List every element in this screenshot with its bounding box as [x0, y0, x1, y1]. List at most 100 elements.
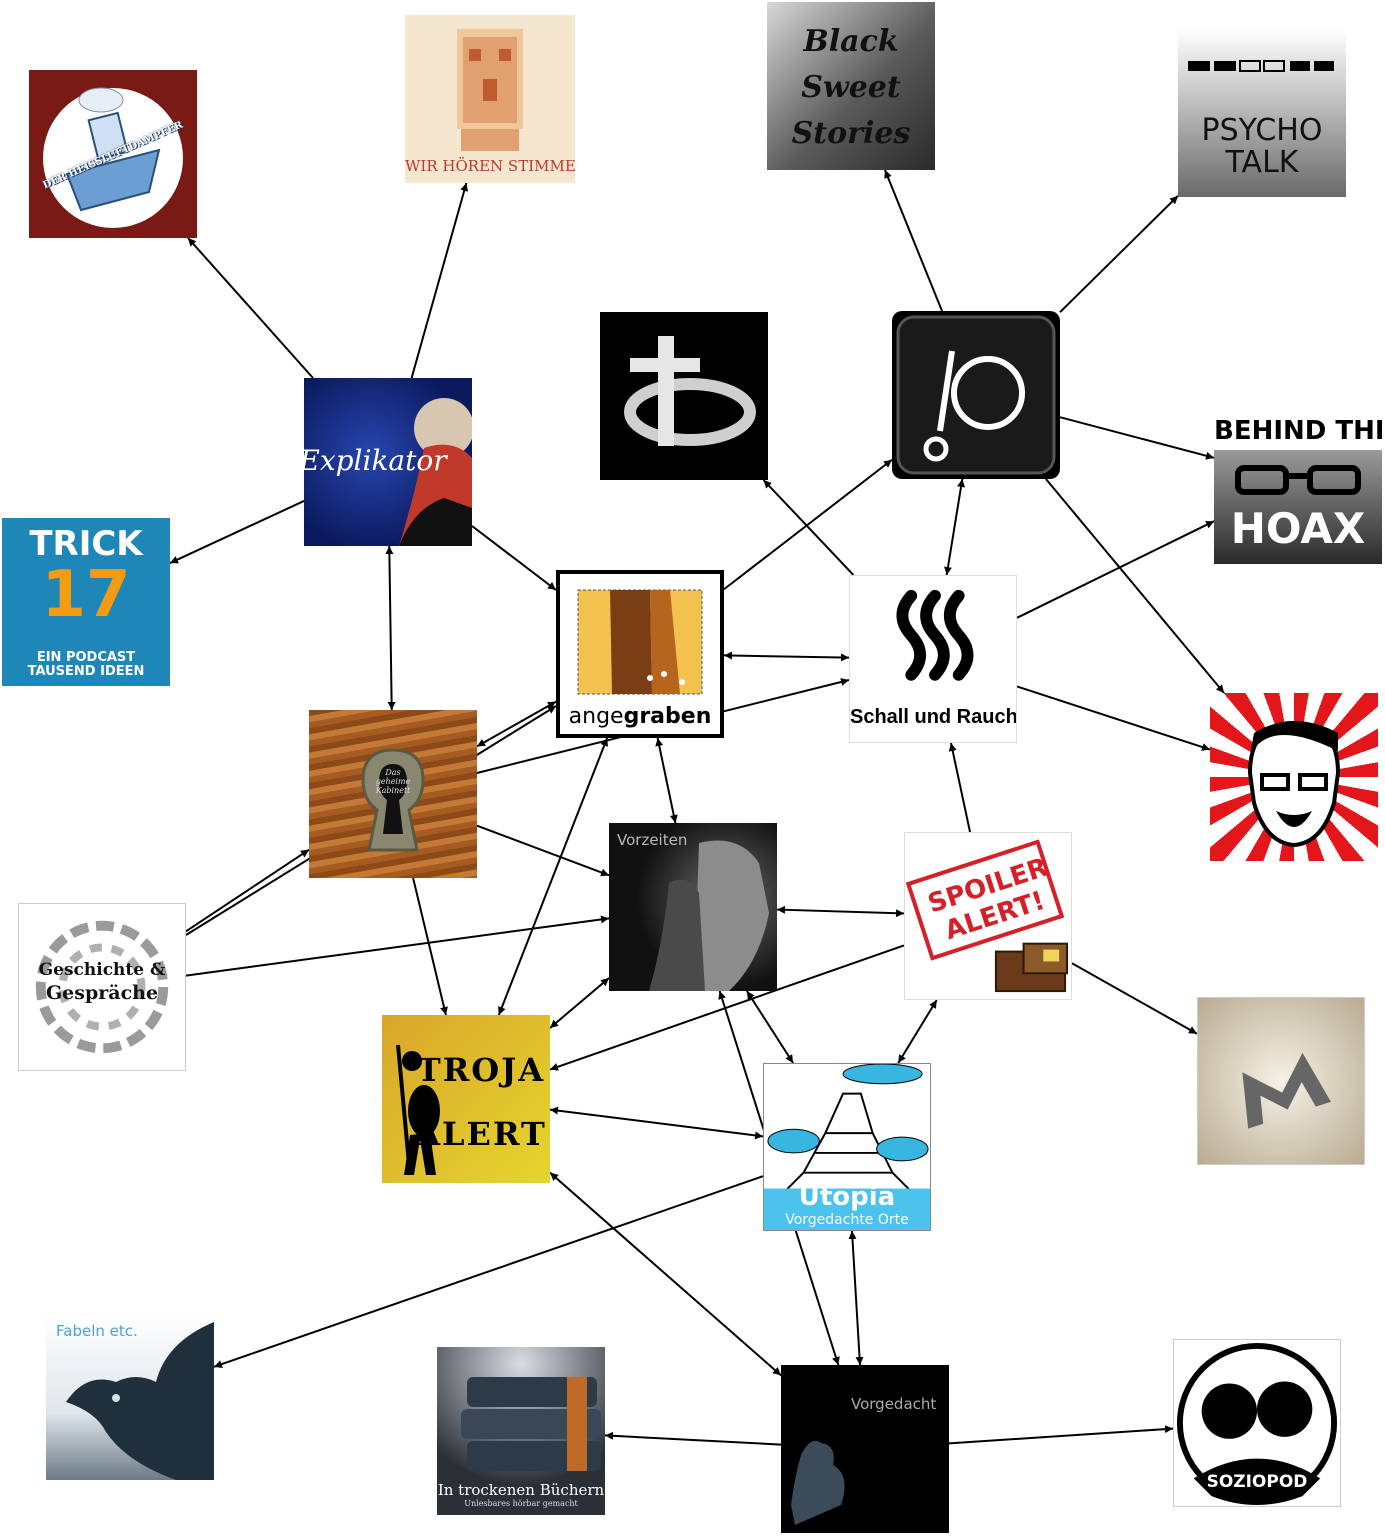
- two-faces-icon: [1176, 1342, 1338, 1506]
- podcast-title-part-1: ange: [568, 704, 624, 729]
- edge-angegraben-to-stethoscope_podcast: [723, 458, 893, 591]
- dragon-icon: [66, 1322, 214, 1480]
- edge-vorzeiten-to-utopia: [746, 990, 794, 1064]
- podcast-fabeln[interactable]: Fabeln etc.: [46, 1312, 214, 1480]
- podcast-title-line-1: TROJA: [416, 1051, 546, 1089]
- book-stack-icon: [461, 1377, 601, 1471]
- podcast-title-line-3: Kabinett: [375, 786, 411, 795]
- edge-troja_alert-to-vorgedacht: [549, 1171, 782, 1377]
- podcast-in-trockenen-buechern[interactable]: In trockenen Büchern Unlesbares hörbar g…: [437, 1347, 605, 1515]
- letter-m-icon: [1242, 1052, 1331, 1129]
- podcast-wir-hoeren-stimmen[interactable]: WIR HÖREN STIMMEN: [405, 15, 575, 183]
- edge-spoiler_alert-to-vorzeiten: [776, 905, 905, 918]
- podcast-geschichte-und-gespraeche[interactable]: Geschichte & Gespräche: [18, 903, 186, 1071]
- edge-stethoscope_podcast-to-black_sweet_stories: [884, 169, 943, 312]
- cross-icon: [624, 336, 756, 446]
- edge-troja_alert-to-utopia: [549, 1106, 764, 1140]
- podcast-vorgedacht[interactable]: Vorgedacht: [781, 1365, 949, 1533]
- podcast-title-line-2: TALK: [1225, 145, 1299, 180]
- podcast-title-line-1: Geschichte &: [38, 960, 166, 980]
- podcast-subtitle: Vorgedachte Orte: [785, 1212, 909, 1228]
- podcast-title: Vorgedacht: [851, 1395, 937, 1413]
- podcast-black-sweet-stories[interactable]: Black Sweet Stories: [767, 2, 935, 170]
- podcast-title-line-2: Gespräche: [45, 982, 159, 1004]
- edge-stethoscope_podcast-to-behind_the_hoax: [1059, 416, 1215, 460]
- edge-vorgedacht-to-soziopod: [948, 1425, 1174, 1445]
- podcast-trick-17[interactable]: TRICK 17 EIN PODCAST TAUSEND IDEEN: [2, 518, 170, 686]
- edge-schall_und_rauch-to-cross_podcast: [762, 479, 855, 576]
- edge-schall_und_rauch-to-behind_the_hoax: [1016, 520, 1215, 619]
- edge-stethoscope_podcast-to-psycho_talk: [1059, 195, 1179, 313]
- podcast-explikator[interactable]: Explikator: [304, 378, 472, 546]
- podcast-tagline-1: EIN PODCAST: [36, 650, 136, 665]
- podcast-cross-logo[interactable]: [600, 312, 768, 480]
- podcast-stethoscope-logo[interactable]: [892, 311, 1060, 479]
- podcast-psycho-talk[interactable]: PSYCHO TALK: [1178, 29, 1346, 197]
- podcast-angegraben[interactable]: angegraben: [556, 570, 724, 738]
- glasses-icon: [1235, 465, 1361, 495]
- stethoscope-icon: [896, 315, 1056, 475]
- edge-utopia-to-fabeln: [213, 1175, 764, 1368]
- smoke-waves-icon: [896, 589, 974, 681]
- sphinx-icon: [649, 840, 769, 991]
- edge-vorgedacht-to-trockene_buecher: [604, 1431, 782, 1446]
- podcast-title-line-1: PSYCHO: [1201, 113, 1323, 148]
- ship-icon: [43, 87, 183, 228]
- podcast-schall-und-rauch[interactable]: Schall und Rauch: [849, 575, 1017, 743]
- edge-vorzeiten-to-troja_alert: [549, 977, 610, 1029]
- podcast-troja-alert[interactable]: TROJA ALERT: [382, 1015, 550, 1183]
- podcast-subtitle: Unlesbares hörbar gemacht: [464, 1499, 578, 1508]
- podcast-heissluftdampfer[interactable]: DER HEISSLUFTDAMPFER: [29, 70, 197, 238]
- podcast-title: In trockenen Büchern: [437, 1481, 605, 1499]
- edge-geheime_kabinett-to-vorzeiten: [476, 824, 610, 877]
- bearded-face-icon: [1247, 720, 1341, 848]
- podcast-utopia[interactable]: Utopia Vorgedachte Orte: [763, 1063, 931, 1231]
- podcast-title: WIR HÖREN STIMMEN: [405, 157, 575, 175]
- edge-angegraben-to-schall_und_rauch: [723, 651, 850, 662]
- podcast-title-line-2: Sweet: [801, 70, 901, 105]
- tower-of-babel-icon: [764, 1064, 930, 1230]
- knot-ornament-icon: [35, 920, 169, 1054]
- edge-explikator-to-heissluftdampfer: [187, 237, 314, 379]
- podcast-title-line-1: Das: [385, 768, 401, 777]
- podcast-bearded-face-logo[interactable]: [1210, 693, 1378, 861]
- edge-explikator-to-wir_hoeren_stimmen: [410, 182, 469, 379]
- edge-spoiler_alert-to-schall_und_rauch: [948, 742, 972, 833]
- edge-geschichte_gespraeche-to-vorzeiten: [185, 915, 610, 977]
- podcast-title: Vorzeiten: [617, 831, 688, 849]
- podcast-m-logo[interactable]: [1197, 997, 1365, 1165]
- scream-face-icon: [457, 29, 523, 151]
- podcast-soziopod[interactable]: SOZIOPOD: [1173, 1339, 1341, 1507]
- podcast-geheime-kabinett[interactable]: Das geheime Kabinett: [309, 710, 477, 878]
- edge-explikator-to-angegraben: [471, 525, 557, 591]
- podcast-title: Schall und Rauch: [850, 706, 1017, 728]
- podcast-title: Explikator: [304, 444, 447, 477]
- podcast-title: Utopia: [798, 1182, 896, 1212]
- podcast-spoiler-alert[interactable]: SPOILER ALERT!: [904, 832, 1072, 1000]
- podcast-title-line-3: Stories: [791, 116, 911, 151]
- podcast-title: Fabeln etc.: [56, 1322, 138, 1340]
- keyhole-icon: [361, 748, 425, 852]
- podcast-vorzeiten[interactable]: Vorzeiten: [609, 823, 777, 991]
- podcast-title-line-1: Black: [803, 24, 899, 59]
- podcast-title-line-2: ALERT: [415, 1115, 547, 1153]
- podcast-title-line-2: HOAX: [1230, 504, 1366, 553]
- podcast-number: 17: [41, 558, 131, 632]
- edge-angegraben-to-vorzeiten: [655, 737, 678, 824]
- podcast-title-part-2: graben: [623, 704, 712, 729]
- edge-schall_und_rauch-to-hoax_face: [1016, 685, 1211, 751]
- edge-schall_und_rauch-to-stethoscope_podcast: [944, 478, 965, 576]
- podcast-behind-the-hoax[interactable]: BEHIND THE HOAX: [1214, 396, 1382, 564]
- podcast-title: angegraben: [560, 704, 720, 729]
- edge-spoiler_alert-to-utopia: [897, 999, 938, 1064]
- podcast-title: SOZIOPOD: [1206, 1472, 1308, 1492]
- edge-geschichte_gespraeche-to-geheime_kabinett: [185, 848, 310, 933]
- edge-spoiler_alert-to-m_podcast: [1071, 962, 1198, 1035]
- podcast-title-line-1: TRICK: [29, 524, 143, 564]
- edge-explikator-to-trick17: [169, 500, 305, 564]
- portrait-icon: [399, 398, 472, 546]
- edge-stethoscope_podcast-to-hoax_face: [1045, 478, 1225, 694]
- excavation-icon: [577, 589, 703, 695]
- edge-geheime_kabinett-to-troja_alert: [412, 877, 448, 1016]
